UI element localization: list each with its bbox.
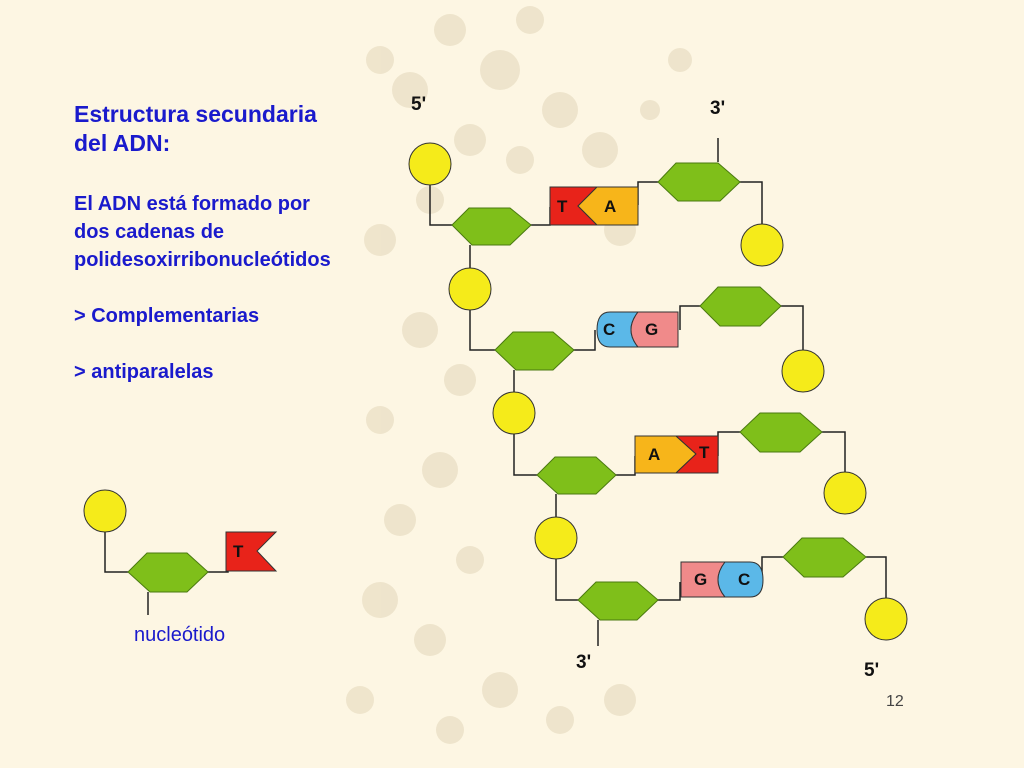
description-line-1: El ADN está formado por	[74, 193, 310, 215]
base-label: T	[233, 542, 244, 561]
base-label: G	[645, 320, 658, 339]
phosphate-groups	[83, 142, 908, 641]
base-label: G	[694, 570, 707, 589]
phosphate	[823, 471, 867, 515]
base-pair-2: C G	[596, 311, 679, 348]
guanine-base	[630, 311, 679, 348]
description-line-3: polidesoxirribonucleótidos	[74, 249, 331, 271]
end-label-right-bottom: 5'	[864, 660, 879, 681]
base-label: C	[738, 570, 750, 589]
page-number: 12	[886, 693, 904, 710]
base-label: C	[603, 320, 615, 339]
phosphate	[492, 391, 536, 435]
base-label: T	[699, 443, 710, 462]
phosphate	[448, 267, 492, 311]
description-line-2: dos cadenas de	[74, 221, 225, 243]
deoxyribose	[494, 331, 575, 371]
background-helix	[346, 6, 692, 744]
deoxyribose	[536, 456, 617, 495]
thymine-base	[674, 435, 719, 474]
deoxyribose	[451, 207, 532, 246]
cytosine-base	[717, 561, 764, 598]
phosphate	[864, 597, 908, 641]
nucleotide-label: nucleótido	[134, 624, 226, 646]
phosphate	[83, 489, 127, 533]
base-label: A	[648, 445, 660, 464]
phosphate	[781, 349, 825, 393]
base-label: T	[557, 197, 568, 216]
title-line-1: Estructura secundaria	[74, 101, 317, 127]
base-pair-4: G C	[680, 561, 764, 598]
phosphate	[740, 223, 784, 267]
base-pair-3: A T	[634, 435, 719, 474]
description: El ADN está formado por dos cadenas de p…	[74, 190, 331, 386]
phosphate	[534, 516, 578, 560]
deoxyribose	[657, 162, 741, 202]
base-pair-1: T A	[549, 186, 639, 226]
point-antiparalelas: > antiparalelas	[74, 361, 214, 383]
adenine-base	[577, 186, 639, 226]
deoxyribose	[577, 581, 659, 621]
end-label-left-top: 5'	[411, 94, 426, 115]
phosphate	[408, 142, 452, 186]
thymine-base	[225, 531, 278, 572]
base-label: A	[604, 197, 616, 216]
sugar-groups	[127, 162, 867, 621]
nucleotide-base: T	[225, 531, 278, 572]
deoxyribose	[127, 552, 209, 593]
deoxyribose	[699, 286, 782, 327]
end-label-right-top: 3'	[710, 98, 725, 119]
end-label-left-bottom: 3'	[576, 652, 591, 673]
point-complementarias: > Complementarias	[74, 305, 260, 327]
page-title: Estructura secundaria del ADN:	[74, 100, 317, 158]
deoxyribose	[782, 537, 867, 578]
title-line-2: del ADN:	[74, 130, 171, 156]
deoxyribose	[739, 412, 823, 453]
